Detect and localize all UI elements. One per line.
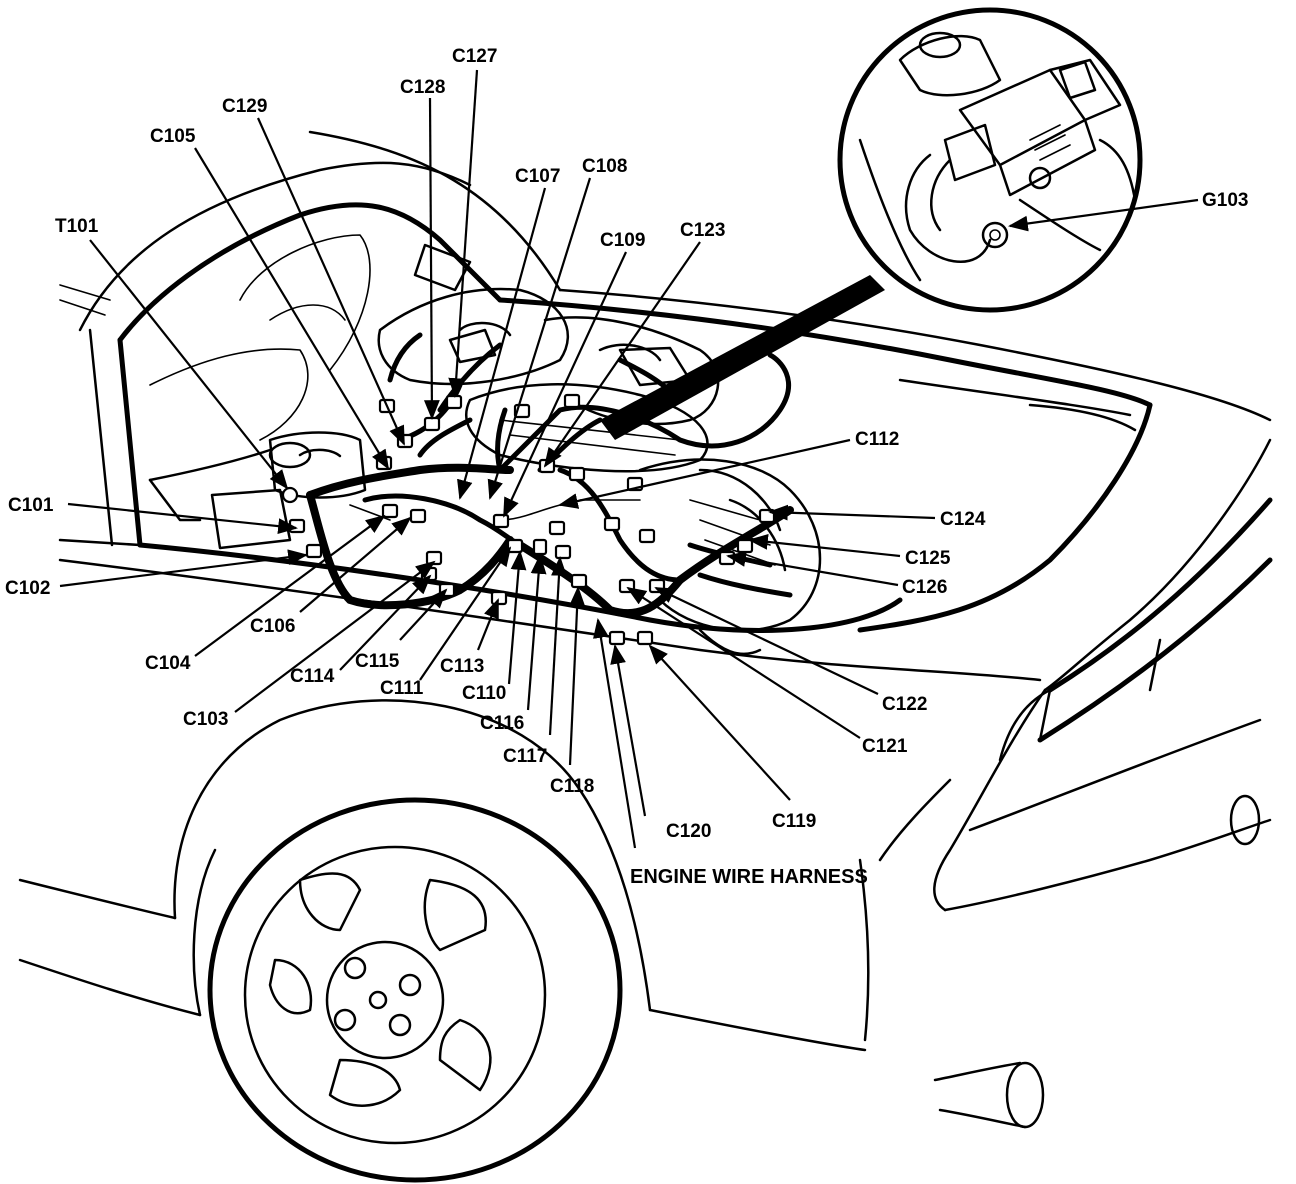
callout-labels: G103 T101 C105 C129 C128 C127 C107 C108 … xyxy=(5,46,1248,888)
label-c107: C107 xyxy=(515,166,560,187)
engine-wire-harness xyxy=(306,275,885,618)
car-body xyxy=(18,130,1273,1129)
label-c102: C102 xyxy=(5,578,50,599)
label-c121: C121 xyxy=(862,736,908,757)
label-c104: C104 xyxy=(145,653,191,674)
label-c106: C106 xyxy=(250,616,295,637)
engine-wire-harness-caption: ENGINE WIRE HARNESS xyxy=(630,866,868,888)
label-c128: C128 xyxy=(400,77,445,98)
label-c115: C115 xyxy=(355,651,400,672)
label-g103: G103 xyxy=(1202,190,1248,211)
label-c125: C125 xyxy=(905,548,951,569)
label-c126: C126 xyxy=(902,577,947,598)
label-c127: C127 xyxy=(452,46,497,67)
leader-lines xyxy=(59,69,1199,849)
label-c122: C122 xyxy=(882,694,927,715)
label-t101: T101 xyxy=(55,216,99,237)
label-c114: C114 xyxy=(290,666,335,687)
label-c113: C113 xyxy=(440,656,484,677)
label-c120: C120 xyxy=(666,821,711,842)
rear-wheel xyxy=(207,797,623,1183)
ground-inset xyxy=(837,7,1143,313)
label-c118: C118 xyxy=(550,776,594,797)
label-c105: C105 xyxy=(150,126,196,147)
label-c129: C129 xyxy=(222,96,267,117)
label-c111: C111 xyxy=(380,678,424,699)
label-c109: C109 xyxy=(600,230,645,251)
label-c116: C116 xyxy=(480,713,524,734)
label-c101: C101 xyxy=(8,495,54,516)
label-c123: C123 xyxy=(680,220,725,241)
label-c112: C112 xyxy=(855,429,899,450)
label-c103: C103 xyxy=(183,709,228,730)
label-c119: C119 xyxy=(772,811,816,832)
label-c124: C124 xyxy=(940,509,986,530)
label-c108: C108 xyxy=(582,156,627,177)
label-c110: C110 xyxy=(462,683,506,704)
label-c117: C117 xyxy=(503,746,547,767)
